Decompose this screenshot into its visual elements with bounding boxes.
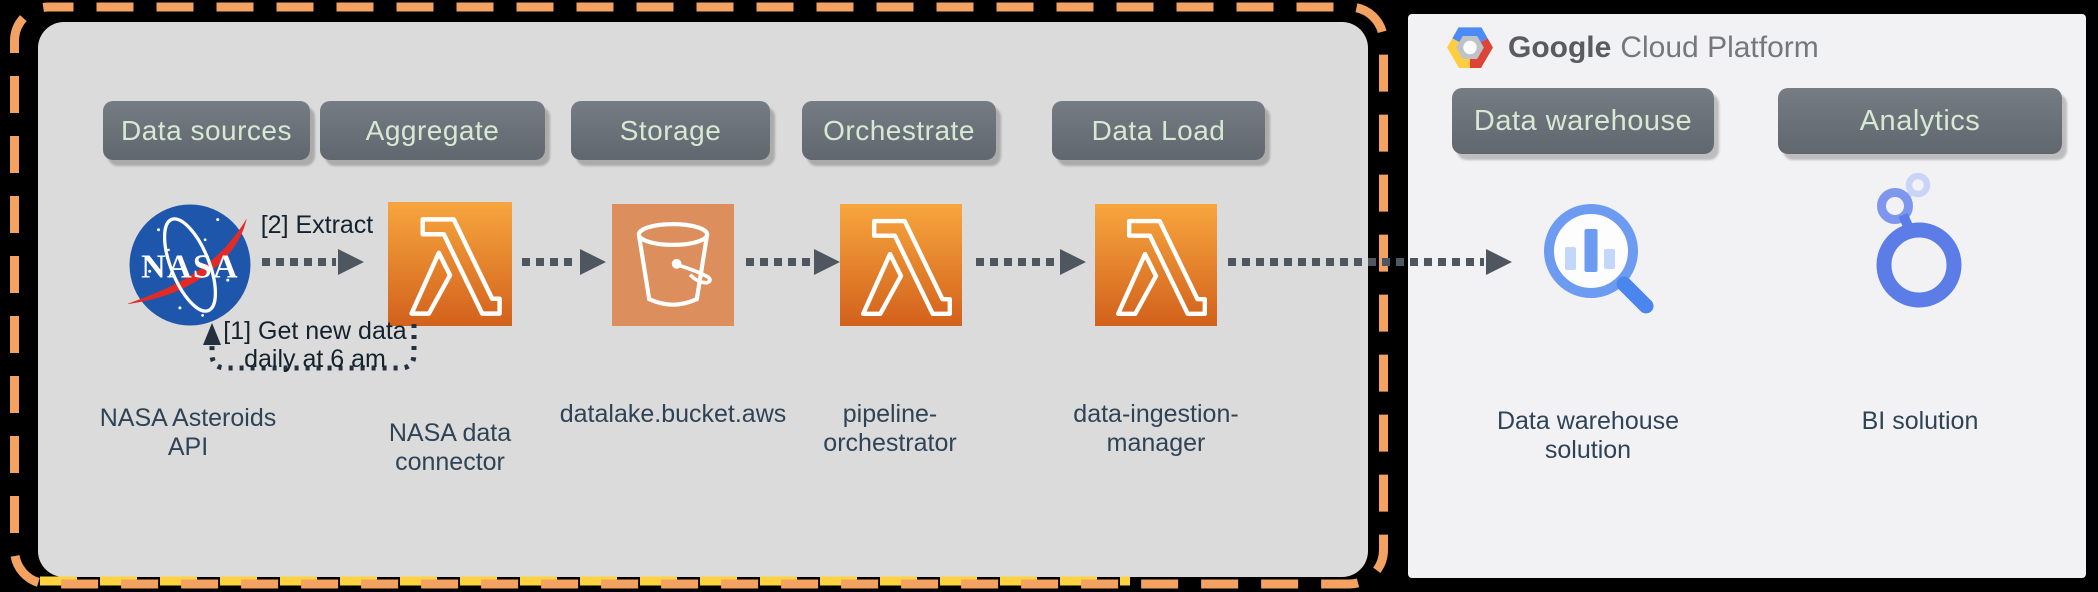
label-bi-solution: BI solution: [1862, 407, 1979, 436]
dotted-arrow-ingestion-to-bigquery: [1228, 258, 1484, 266]
label-line1: NASA Asteroids: [99, 404, 277, 432]
annotation-schedule-line2: daily at 6 am: [244, 345, 386, 373]
annotation-extract: [2] Extract: [260, 211, 374, 239]
dotted-arrow-orchestrator-to-ingestion: [976, 258, 1058, 266]
aws-lambda-icon: [388, 202, 512, 326]
label-nasa-data-connector: NASA data connector: [389, 419, 511, 477]
nasa-wordmark: NASA: [141, 249, 239, 286]
arrowhead-icon: [1486, 249, 1512, 275]
dotted-arrow-connector-to-bucket: [522, 258, 578, 266]
label-line1: NASA data: [388, 419, 512, 447]
label-line1: Data warehouse: [1496, 407, 1680, 435]
looker-icon: [1876, 172, 1962, 308]
label-data-ingestion-manager: data-ingestion- manager: [1073, 400, 1238, 458]
arrowhead-icon: [814, 249, 840, 275]
label-line1: data-ingestion-: [1073, 400, 1239, 428]
label-pipeline-orchestrator: pipeline- orchestrator: [823, 400, 956, 458]
dotted-arrow-bucket-to-orchestrator: [746, 258, 812, 266]
s3-bucket-icon: [612, 204, 734, 326]
stage-button-analytics: Analytics: [1778, 88, 2062, 154]
annotation-schedule-line1: [1] Get new data: [223, 317, 407, 345]
gcp-brand-rest: Cloud Platform: [1620, 31, 1819, 64]
stage-button-data-load: Data Load: [1052, 101, 1265, 160]
arrowhead-icon: [580, 249, 606, 275]
aws-lambda-icon: [1095, 204, 1217, 326]
bigquery-icon: [1544, 204, 1654, 314]
label-line1: datalake.bucket.aws: [559, 400, 787, 428]
label-line2: manager: [1106, 429, 1206, 457]
dotted-arrow-nasa-to-connector: [262, 258, 336, 266]
stage-button-aggregate: Aggregate: [320, 101, 545, 160]
label-line2: connector: [395, 448, 505, 476]
label-line2: solution: [1544, 436, 1632, 464]
label-line1: pipeline-: [842, 400, 938, 428]
aws-lambda-icon: [840, 204, 962, 326]
label-line1: BI solution: [1861, 407, 1979, 435]
stage-button-orchestrate: Orchestrate: [802, 101, 996, 160]
label-line2: orchestrator: [823, 429, 957, 457]
arrowhead-icon: [338, 249, 364, 275]
stage-button-data-sources: Data sources: [103, 101, 310, 160]
schedule-return-arrow: [203, 323, 417, 371]
stage-button-storage: Storage: [571, 101, 770, 160]
label-nasa-asteroids-api: NASA Asteroids API: [100, 404, 276, 462]
nasa-logo-icon: NASA: [127, 204, 251, 326]
stage-button-data-warehouse: Data warehouse: [1452, 88, 1714, 154]
gcp-logo-icon: [1447, 27, 1493, 69]
arrowhead-icon: [1060, 249, 1086, 275]
label-datalake-bucket: datalake.bucket.aws: [560, 400, 787, 429]
gcp-brand-bold: Google: [1508, 31, 1612, 64]
annotation-schedule: [1] Get new data daily at 6 am: [215, 317, 415, 373]
label-data-warehouse-solution: Data warehouse solution: [1497, 407, 1679, 465]
label-line2: API: [167, 433, 209, 461]
